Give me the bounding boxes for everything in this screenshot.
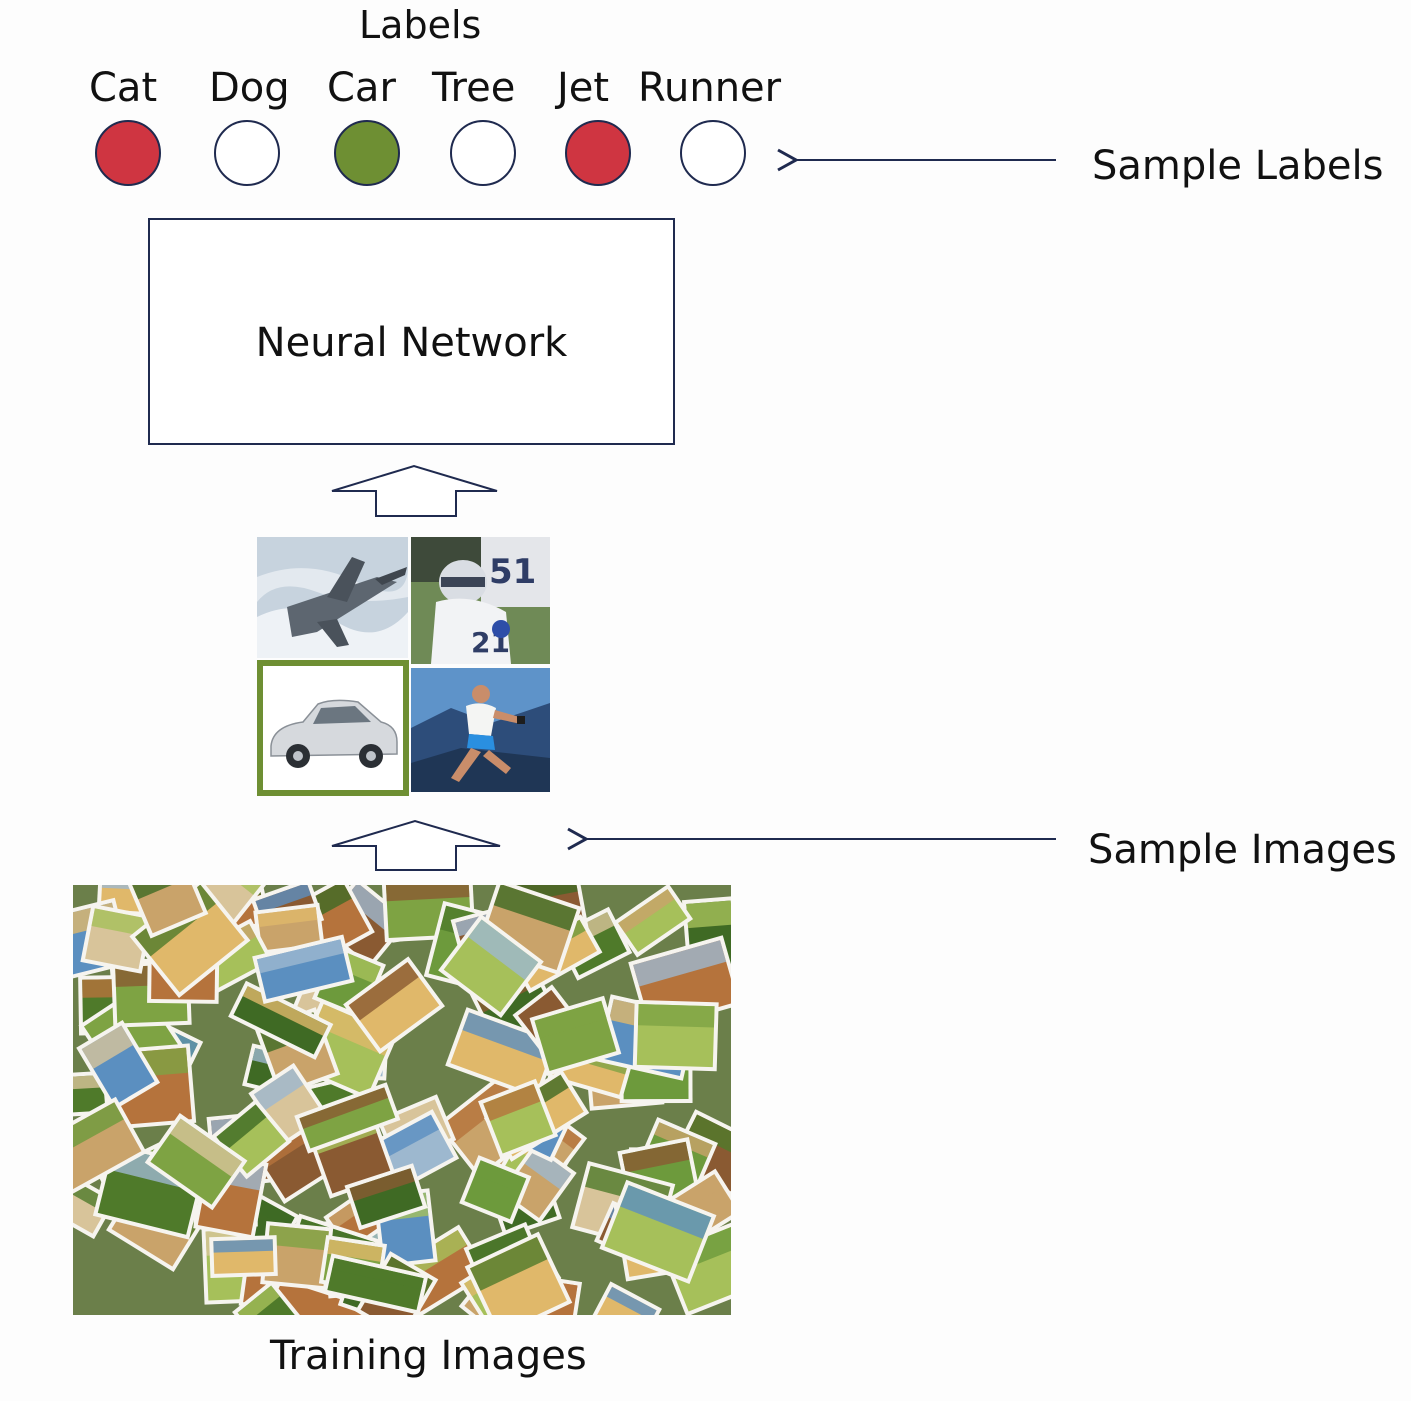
class-label-jet: Jet <box>557 65 610 111</box>
collage-photo <box>344 1163 428 1231</box>
collage-photo <box>252 934 355 1004</box>
sample-image-football-player: 51 21 <box>411 537 550 664</box>
block-arrow-to-network <box>331 464 498 517</box>
collage-photo <box>294 1082 401 1154</box>
sample-images-text: Sample Images <box>1088 827 1397 873</box>
label-circle-dog <box>214 120 280 186</box>
collage-photo <box>599 1179 717 1285</box>
collage-photo <box>464 1231 573 1315</box>
collage-photo <box>459 1155 532 1225</box>
collage-photo <box>632 999 719 1072</box>
label-circle-jet <box>565 120 631 186</box>
class-label-cat: Cat <box>89 65 158 111</box>
collage-photo <box>144 1113 248 1211</box>
collage-photo <box>80 903 153 974</box>
class-label-dog: Dog <box>209 65 290 111</box>
sample-image-car <box>257 660 409 796</box>
collage-photo <box>612 885 694 958</box>
collage-photo <box>73 1096 147 1198</box>
labels-header: Labels <box>359 3 482 47</box>
class-label-car: Car <box>327 65 396 111</box>
training-images-collage <box>73 885 731 1315</box>
collage-photo <box>322 1253 429 1315</box>
collage-photo <box>232 1280 302 1315</box>
label-circle-runner <box>680 120 746 186</box>
neural-network-label: Neural Network <box>255 320 568 366</box>
collage-photo <box>478 1078 559 1159</box>
label-circle-car <box>334 120 400 186</box>
sample-image-runner <box>411 668 550 792</box>
class-label-tree: Tree <box>432 65 516 111</box>
collage-photo <box>438 913 544 1019</box>
class-label-runner: Runner <box>638 65 782 111</box>
neural-network-box: Neural Network <box>148 218 675 445</box>
collage-photo <box>591 1281 663 1315</box>
collage-photo <box>73 1070 112 1119</box>
collage-photo <box>253 902 325 955</box>
block-arrow-to-samples <box>331 819 501 871</box>
label-circle-cat <box>95 120 161 186</box>
label-circle-tree <box>450 120 516 186</box>
collage-photo <box>343 956 445 1055</box>
collage-photo <box>529 995 622 1077</box>
sample-labels-text: Sample Labels <box>1092 143 1384 189</box>
collage-photo <box>125 885 209 939</box>
collage-photo <box>445 1007 560 1100</box>
collage-photo <box>209 1235 278 1278</box>
collage-photo <box>76 1020 161 1111</box>
training-images-label: Training Images <box>270 1333 587 1379</box>
sample-image-jet <box>257 537 408 658</box>
collage-photo <box>260 1221 334 1291</box>
svg-text:51: 51 <box>489 552 536 592</box>
